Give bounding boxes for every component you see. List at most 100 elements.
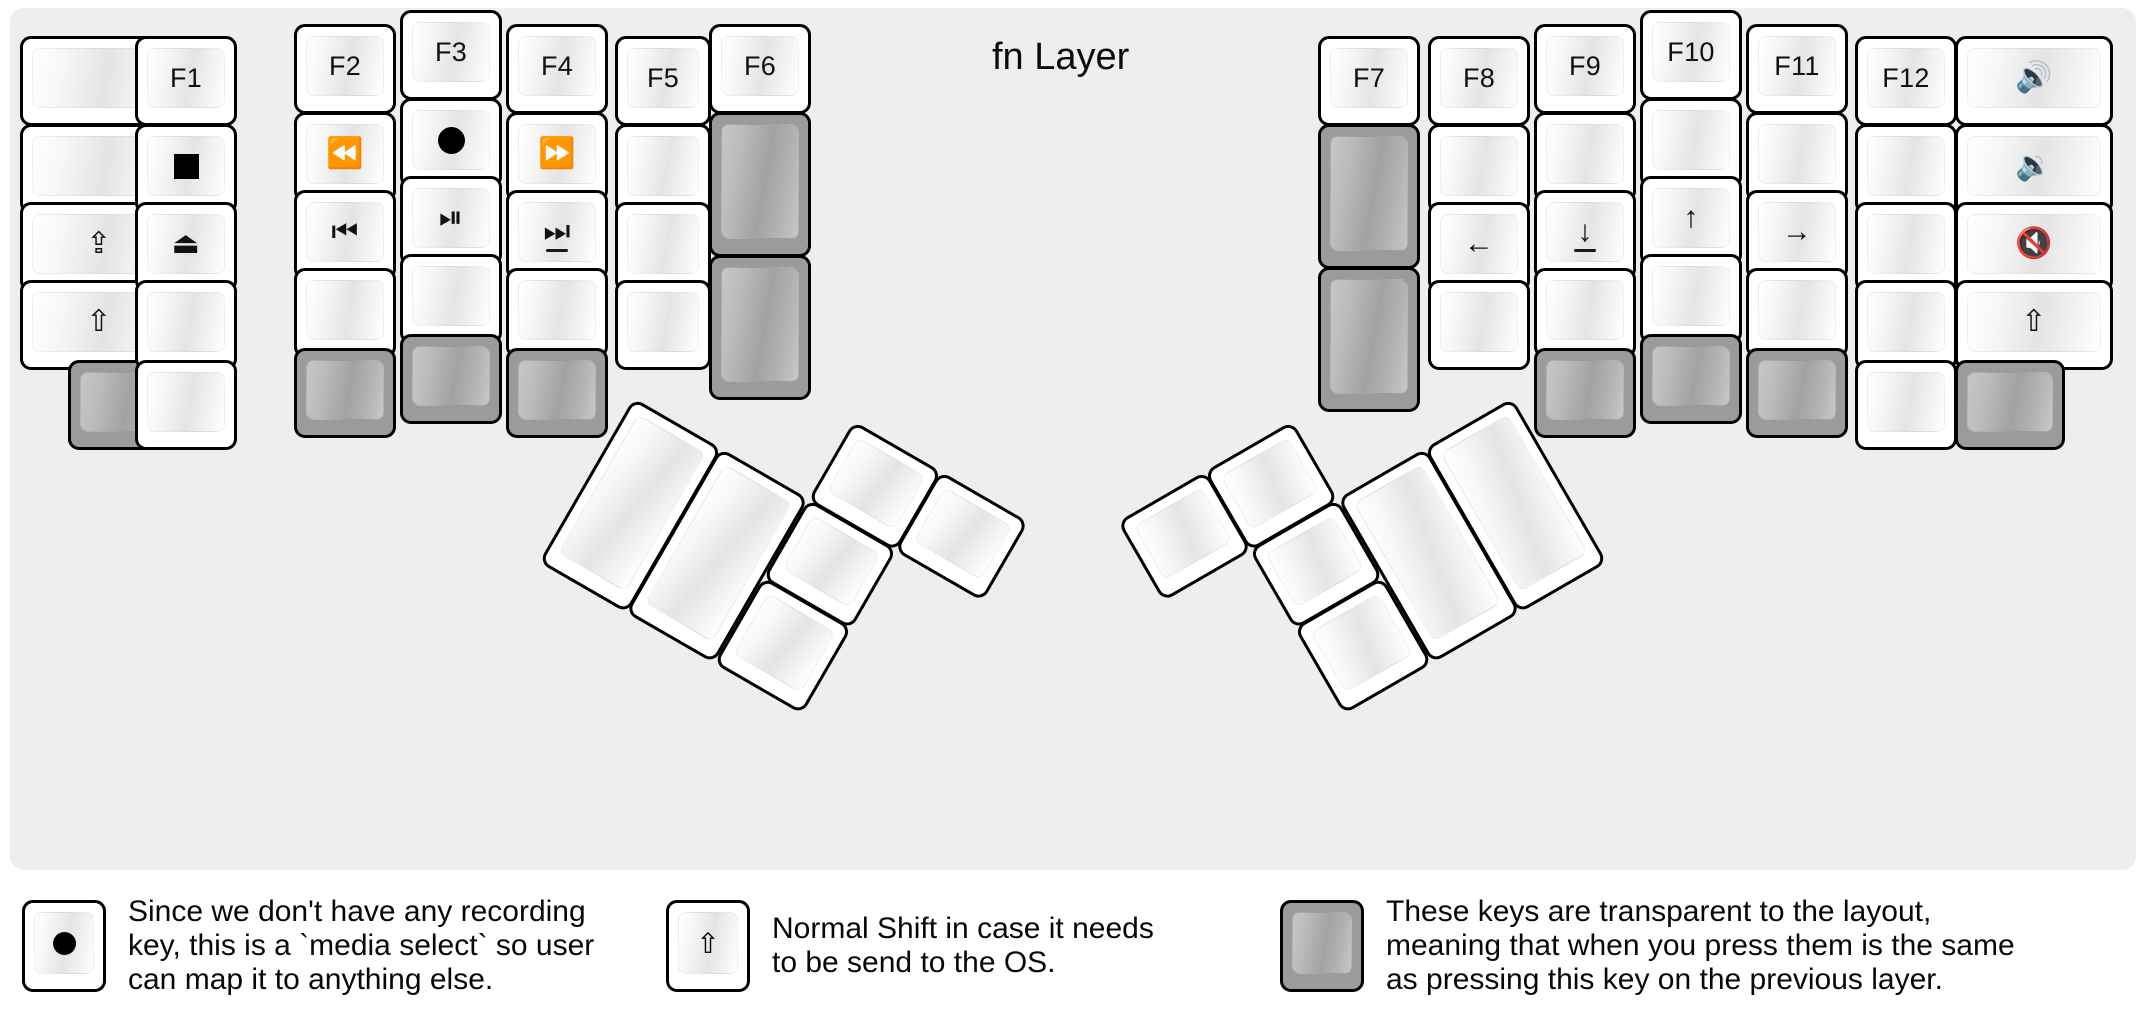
key-right-c1-r2-transparent-tall[interactable] (1318, 124, 1420, 269)
key-left-c7-r2-transparent-tall[interactable] (709, 112, 811, 257)
keycap: ← (1440, 214, 1518, 274)
key-left-c2-r1-f1[interactable]: F1 (135, 36, 237, 126)
keycap: ⏮ (306, 202, 384, 262)
key-right-c2-r3-arrow-left[interactable]: ← (1428, 202, 1530, 292)
media-rewind-icon: ⏪ (326, 137, 364, 170)
key-left-c2-r4[interactable] (135, 280, 237, 370)
key-label: F6 (743, 50, 777, 81)
key-label: F5 (646, 62, 680, 93)
key-right-c2-r4[interactable] (1428, 280, 1530, 370)
key-right-c7-r3-volume-mute[interactable]: 🔇 (1955, 202, 2113, 292)
keycap: ⏭ (518, 202, 596, 262)
keycap: ⏪ (306, 124, 384, 184)
key-label: F2 (328, 50, 362, 81)
key-left-c5-r2-media-fast-forward[interactable]: ⏩ (506, 112, 608, 202)
legend-text-record: Since we don't have any recording key, t… (128, 894, 595, 997)
homing-bar-icon (546, 249, 568, 252)
key-left-c5-r5-transparent[interactable] (506, 348, 608, 438)
key-left-c7-r3-transparent-tall[interactable] (709, 255, 811, 400)
key-left-c3-r3-media-prev-track[interactable]: ⏮ (294, 190, 396, 280)
key-right-c2-r1-f8[interactable]: F8 (1428, 36, 1530, 126)
key-right-c3-r2[interactable] (1534, 112, 1636, 202)
media-play-pause-icon: ⏯ (438, 201, 464, 234)
media-fast-forward-icon: ⏩ (538, 137, 576, 170)
key-label: F7 (1352, 62, 1386, 93)
key-left-c6-r3[interactable] (615, 202, 711, 292)
key-label: F9 (1568, 50, 1602, 81)
key-right-c4-r2[interactable] (1640, 98, 1742, 188)
key-right-c4-r5-transparent[interactable] (1640, 334, 1742, 424)
shift-icon: ⇧ (696, 927, 720, 959)
keycap: F7 (1330, 48, 1408, 108)
key-right-c6-r3[interactable] (1855, 202, 1957, 292)
key-left-c3-r4[interactable] (294, 268, 396, 358)
key-left-c3-r1-f2[interactable]: F2 (294, 24, 396, 114)
key-right-c3-r3-arrow-down[interactable]: ↓ (1534, 190, 1636, 280)
keycap: ↑ (1652, 188, 1730, 248)
key-left-c4-r5-transparent[interactable] (400, 334, 502, 424)
key-right-c7-r2-volume-down[interactable]: 🔉 (1955, 124, 2113, 214)
key-right-c6-r5[interactable] (1855, 360, 1957, 450)
key-right-c3-r5-transparent[interactable] (1534, 348, 1636, 438)
keycap (306, 360, 384, 420)
keycap (1652, 110, 1730, 170)
key-right-c6-r4[interactable] (1855, 280, 1957, 370)
keycap: ⇧ (678, 912, 738, 974)
keycap (412, 346, 490, 406)
key-right-c7-r4-shift[interactable]: ⇧ (1955, 280, 2113, 370)
key-left-c5-r1-f4[interactable]: F4 (506, 24, 608, 114)
key-right-c7-r5-transparent[interactable] (1955, 360, 2065, 450)
key-right-c1-r1-f7[interactable]: F7 (1318, 36, 1420, 126)
key-right-c2-r2[interactable] (1428, 124, 1530, 214)
key-right-c4-r3-arrow-up[interactable]: ↑ (1640, 176, 1742, 266)
shift-icon: ⇧ (86, 305, 112, 338)
key-left-c2-r3-media-eject[interactable]: ⏏ (135, 202, 237, 292)
key-right-c1-r3-transparent-tall[interactable] (1318, 267, 1420, 412)
key-label: F12 (1882, 62, 1930, 93)
keycap (306, 280, 384, 340)
keycap: F1 (147, 48, 225, 108)
key-left-c4-r4[interactable] (400, 254, 502, 344)
key-left-c6-r1-f5[interactable]: F5 (615, 36, 711, 126)
key-left-c6-r2[interactable] (615, 124, 711, 214)
key-right-c6-r2[interactable] (1855, 124, 1957, 214)
key-right-c5-r3-arrow-right[interactable]: → (1746, 190, 1848, 280)
keycap: F10 (1652, 22, 1730, 82)
key-right-c3-r4[interactable] (1534, 268, 1636, 358)
key-right-c4-r4[interactable] (1640, 254, 1742, 344)
page-title: fn Layer (992, 36, 1130, 78)
key-left-c6-r4[interactable] (615, 280, 711, 370)
key-left-c4-r1-f3[interactable]: F3 (400, 10, 502, 100)
keycap: F4 (518, 36, 596, 96)
keycap: F5 (627, 48, 699, 108)
key-left-c3-r5-transparent[interactable] (294, 348, 396, 438)
keycap (627, 136, 699, 196)
media-next-track-icon: ⏭ (543, 215, 571, 248)
key-right-c6-r1-f12[interactable]: F12 (1855, 36, 1957, 126)
key-left-c7-r1-f6[interactable]: F6 (709, 24, 811, 114)
key-left-c4-r2-media-record[interactable] (400, 98, 502, 188)
arrow-right-icon: → (1781, 215, 1813, 248)
key-left-c4-r3-media-play-pause[interactable]: ⏯ (400, 176, 502, 266)
keycap (1758, 124, 1836, 184)
keycap (1867, 214, 1945, 274)
keycap: ⇧ (1967, 292, 2101, 352)
key-left-c5-r3-media-next-track[interactable]: ⏭ (506, 190, 608, 280)
key-right-c7-r1-volume-up[interactable]: 🔊 (1955, 36, 2113, 126)
key-right-c4-r1-f10[interactable]: F10 (1640, 10, 1742, 100)
key-right-c5-r1-f11[interactable]: F11 (1746, 24, 1848, 114)
keycap (627, 214, 699, 274)
key-label: F1 (169, 62, 203, 93)
key-left-c3-r2-media-rewind[interactable]: ⏪ (294, 112, 396, 202)
key-left-c2-r2-media-stop[interactable] (135, 124, 237, 214)
key-left-c2-r5[interactable] (135, 360, 237, 450)
keycap (1292, 912, 1352, 974)
key-right-c5-r2[interactable] (1746, 112, 1848, 202)
legend-key-transparent (1280, 900, 1364, 992)
key-left-c5-r4[interactable] (506, 268, 608, 358)
key-right-c5-r4[interactable] (1746, 268, 1848, 358)
key-right-c3-r1-f9[interactable]: F9 (1534, 24, 1636, 114)
keycap: → (1758, 202, 1836, 262)
volume-mute-icon: 🔇 (2015, 227, 2053, 260)
key-right-c5-r5-transparent[interactable] (1746, 348, 1848, 438)
